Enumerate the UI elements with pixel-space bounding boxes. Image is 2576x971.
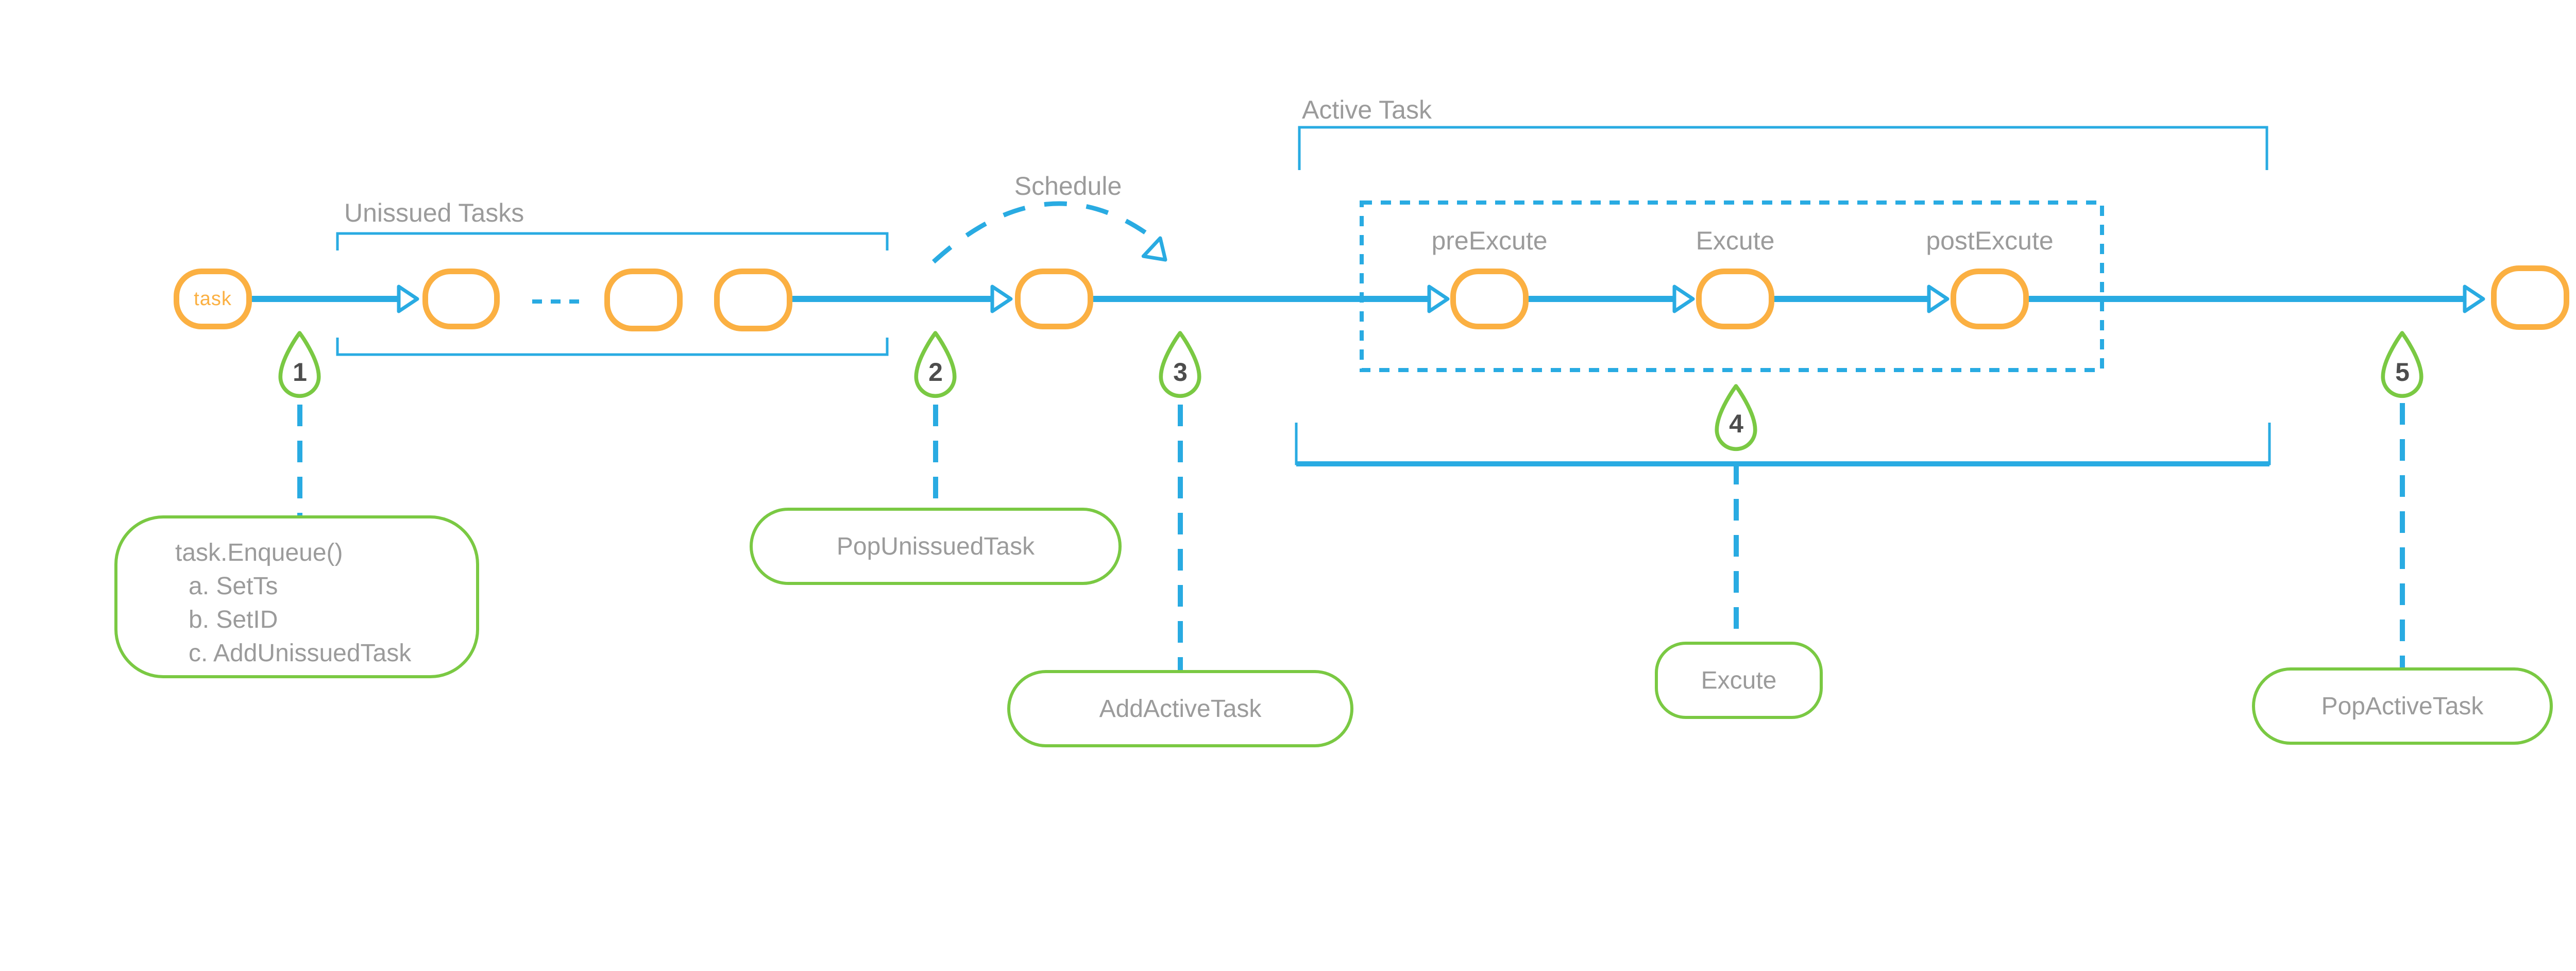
arrowhead-icon <box>992 287 1011 311</box>
unissued-queue-node-2 <box>604 269 683 331</box>
marker-4-number: 4 <box>1729 409 1743 438</box>
note-bubble-popactivetask: PopActiveTask <box>2252 667 2553 745</box>
stage-label-postexcute: postExcute <box>1926 226 2054 255</box>
active-task-label: Active Task <box>1302 95 1432 124</box>
note-bubble-task-enqueue: task.Enqueue() a. SetTs b. SetID c. AddU… <box>114 515 479 678</box>
unissued-tasks-top-bracket <box>336 232 889 250</box>
note-bubble-excute: Excute <box>1655 642 1823 719</box>
note-line: task.Enqueue() <box>175 539 343 566</box>
note-bubble-addactivetask: AddActiveTask <box>1007 670 1353 747</box>
marker-2-number: 2 <box>928 358 943 387</box>
schedule-arc-arrowhead-icon <box>1141 236 1167 262</box>
marker-5-number: 5 <box>2395 358 2410 387</box>
arrowhead-icon <box>399 287 417 311</box>
note-bubble-text: PopActiveTask <box>2321 692 2484 720</box>
postexcute-node <box>1951 269 2029 329</box>
note-bubble-text: PopUnissuedTask <box>836 532 1035 560</box>
stage-label-preexcute: preExcute <box>1431 226 1548 255</box>
note-bubble-text: Excute <box>1701 666 1777 694</box>
unissued-queue-node-1 <box>422 269 500 329</box>
task-node-label: task <box>194 288 232 310</box>
note-line: b. SetID <box>189 606 278 633</box>
note-bubble-text: task.Enqueue() a. SetTs b. SetID c. AddU… <box>175 536 411 670</box>
preexcute-node <box>1450 269 1529 329</box>
marker-3-number: 3 <box>1173 358 1188 387</box>
execution-stages-dotted-box <box>1360 200 2104 372</box>
task-node: task <box>174 269 252 329</box>
schedule-label: Schedule <box>1014 172 1122 200</box>
active-task-bottom-bracket <box>1295 423 2271 465</box>
arrowhead-icon <box>1674 287 1693 311</box>
active-task-top-bracket <box>1298 126 2268 170</box>
excute-node <box>1696 269 1774 329</box>
note-line: c. AddUnissuedTask <box>189 640 412 667</box>
unissued-tasks-bottom-bracket <box>336 338 889 356</box>
schedule-dashed-arc <box>931 201 1163 264</box>
schedule-node <box>1015 269 1093 329</box>
note-bubble-text: AddActiveTask <box>1099 695 1262 723</box>
marker-1-number: 1 <box>293 358 307 387</box>
arrowhead-icon <box>1929 287 1947 311</box>
arrowhead-icon <box>2465 287 2483 311</box>
unissued-queue-node-3 <box>714 269 792 331</box>
arrowhead-icon <box>1429 287 1448 311</box>
done-node <box>2491 265 2569 330</box>
unissued-tasks-label: Unissued Tasks <box>344 198 524 227</box>
note-line: a. SetTs <box>189 573 278 600</box>
stage-label-excute: Excute <box>1696 226 1775 255</box>
note-bubble-popunissuedtask: PopUnissuedTask <box>750 508 1122 585</box>
